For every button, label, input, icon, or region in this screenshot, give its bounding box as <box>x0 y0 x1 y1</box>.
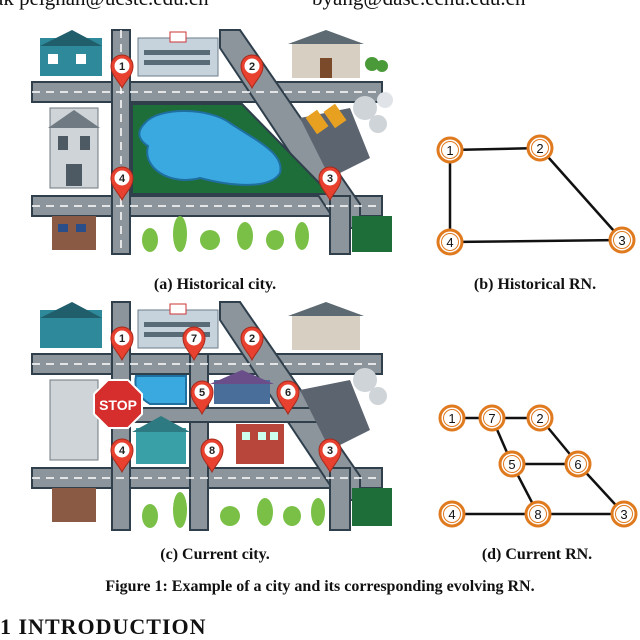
location-pin-icon: 3 <box>318 166 342 202</box>
pin-label: 2 <box>249 61 255 73</box>
graph-node-label: 1 <box>448 411 455 426</box>
current-city-illustration: STOP <box>30 300 398 532</box>
caption-a: (a) Historical city. <box>153 276 277 293</box>
section-heading: 1 INTRODUCTION <box>0 614 207 639</box>
graph-node-label: 1 <box>446 143 453 158</box>
pin-label: 5 <box>199 387 205 399</box>
graph-node: 2 <box>526 404 554 432</box>
graph-node: 3 <box>610 500 638 528</box>
location-pin-icon: 6 <box>276 380 300 416</box>
location-pin-icon: 1 <box>110 54 134 90</box>
graph-node-label: 8 <box>534 507 541 522</box>
location-pin-icon: 3 <box>318 438 342 474</box>
pin-label: 8 <box>209 445 215 457</box>
graph-node-label: 7 <box>488 411 495 426</box>
graph-node-label: 5 <box>508 457 515 472</box>
pin-label: 3 <box>327 173 333 185</box>
location-pin-icon: 1 <box>110 326 134 362</box>
location-pin-icon: 7 <box>182 326 206 362</box>
graph-edge <box>539 147 623 241</box>
location-pin-icon: 4 <box>110 438 134 474</box>
current-rn-graph: 1 7 2 5 6 4 8 3 <box>420 392 640 532</box>
graph-node: 2 <box>526 134 554 162</box>
graph-node: 5 <box>498 450 526 478</box>
pin-label: 1 <box>119 61 125 73</box>
graph-node: 6 <box>564 450 592 478</box>
graph-node-label: 3 <box>620 507 627 522</box>
pin-label: 1 <box>119 333 125 345</box>
graph-edge <box>449 146 541 152</box>
graph-edge <box>449 238 623 244</box>
location-pin-icon: 2 <box>240 54 264 90</box>
stop-sign-label: STOP <box>99 397 137 413</box>
pin-label: 2 <box>249 333 255 345</box>
graph-node: 3 <box>608 226 636 254</box>
graph-node: 1 <box>436 136 464 164</box>
pin-label: 6 <box>285 387 291 399</box>
caption-b: (b) Historical RN. <box>473 276 597 293</box>
location-pin-icon: 8 <box>200 438 224 474</box>
historical-rn-graph: 1 2 3 4 <box>420 120 640 260</box>
pin-label: 3 <box>327 445 333 457</box>
figure-caption: Figure 1: Example of a city and its corr… <box>105 578 535 595</box>
pin-label: 4 <box>119 173 126 185</box>
location-pin-icon: 2 <box>240 326 264 362</box>
graph-node: 4 <box>438 500 466 528</box>
graph-node: 1 <box>438 404 466 432</box>
graph-node: 8 <box>524 500 552 528</box>
graph-node: 4 <box>436 228 464 256</box>
graph-node-label: 6 <box>574 457 581 472</box>
graph-node-label: 3 <box>618 233 625 248</box>
email-2: byang@dase.ecnu.edu.cn <box>312 0 526 11</box>
location-pin-icon: 5 <box>190 380 214 416</box>
graph-node-label: 2 <box>536 141 543 156</box>
stop-sign-icon <box>93 379 143 429</box>
caption-c: (c) Current city. <box>160 546 270 563</box>
graph-node-label: 4 <box>446 235 453 250</box>
graph-node-label: 2 <box>536 411 543 426</box>
email-1: ak peignan@ucstc.edu.cn <box>0 0 209 11</box>
pin-label: 4 <box>119 445 126 457</box>
graph-node-label: 4 <box>448 507 455 522</box>
caption-d: (d) Current RN. <box>481 546 593 563</box>
graph-node: 7 <box>478 404 506 432</box>
pin-label: 7 <box>191 333 197 345</box>
location-pin-icon: 4 <box>110 166 134 202</box>
